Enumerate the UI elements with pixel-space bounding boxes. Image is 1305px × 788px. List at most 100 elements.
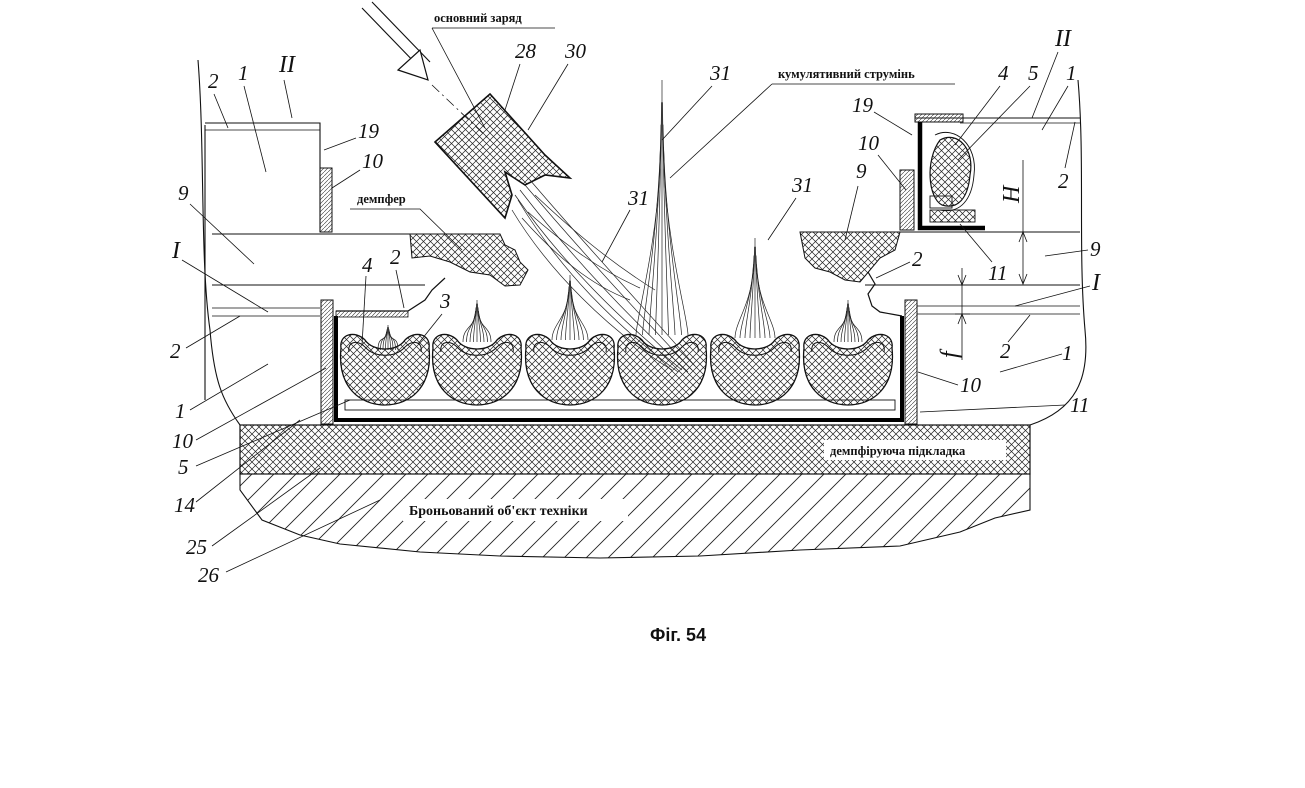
plate-10-upper-left bbox=[319, 167, 333, 233]
shaped-charge-liner-1 bbox=[348, 341, 422, 356]
jet-strand-3-9 bbox=[663, 169, 689, 336]
num-2-right-top: 2 bbox=[1058, 169, 1069, 193]
damper-label: демпфер bbox=[357, 192, 406, 206]
container-liner-11 bbox=[334, 316, 904, 422]
num-10-right-low: 10 bbox=[960, 373, 982, 397]
num-2-right-low: 2 bbox=[1000, 339, 1011, 363]
num-1-right-top: 1 bbox=[1066, 61, 1077, 85]
cumulative-jet-label-leader bbox=[669, 83, 955, 179]
jet-strand-2-4 bbox=[565, 280, 570, 341]
section-I-left: I bbox=[171, 238, 181, 264]
jet-strand-6-4 bbox=[385, 327, 388, 351]
housing-base-right bbox=[929, 209, 976, 223]
num-2-left-mid: 2 bbox=[390, 245, 401, 269]
leader-28 bbox=[504, 63, 521, 111]
leader-11-right-low bbox=[919, 404, 1066, 413]
num-3: 3 bbox=[439, 289, 451, 313]
jet-strand-5-4 bbox=[844, 303, 848, 343]
housing-19-right-cap bbox=[914, 113, 964, 123]
jet-strand-4-3 bbox=[744, 255, 755, 339]
leader-26 bbox=[225, 499, 381, 573]
leader-19-left bbox=[323, 137, 357, 151]
leader-19-right bbox=[873, 111, 913, 136]
section-II-left: II bbox=[278, 52, 296, 78]
num-1-left-low: 1 bbox=[175, 399, 186, 423]
cumulative-jet-label: кумулятивний струмінь bbox=[778, 67, 915, 81]
damper-left bbox=[409, 233, 529, 287]
main-charge-axis bbox=[431, 84, 491, 141]
num-9-right-upper: 9 bbox=[856, 159, 867, 183]
jet-strand-4-6 bbox=[755, 246, 761, 339]
damper-label-leader bbox=[350, 208, 463, 251]
leader-14 bbox=[195, 419, 301, 503]
num-1-right-low: 1 bbox=[1062, 341, 1073, 365]
dimension-f-label: f bbox=[937, 348, 963, 358]
figure-caption: Фіг. 54 bbox=[650, 625, 706, 645]
num-2-left-top: 2 bbox=[208, 69, 219, 93]
jet-strand-2-3 bbox=[560, 286, 570, 341]
jet-strand-2-8 bbox=[571, 292, 584, 341]
jet-strand-5-8 bbox=[849, 310, 859, 343]
container-base-strip bbox=[344, 399, 896, 411]
leader-10-left-low bbox=[195, 367, 327, 441]
leader-10-left-top bbox=[331, 169, 361, 189]
jet-strand-1-2 bbox=[466, 310, 476, 343]
damping-pad-label-bg bbox=[824, 440, 1006, 460]
jet-strand-5-2 bbox=[837, 310, 847, 343]
section-II-right-leader bbox=[1031, 51, 1059, 119]
num-2-left-low: 2 bbox=[170, 339, 181, 363]
jet-strand-4-9 bbox=[756, 272, 776, 339]
leader-25 bbox=[211, 467, 321, 547]
num-28: 28 bbox=[515, 39, 537, 63]
leader-4-right bbox=[954, 85, 1001, 146]
leader-2-right-low bbox=[1007, 314, 1031, 343]
leader-3 bbox=[417, 313, 443, 345]
right-panel-edge bbox=[1029, 79, 1087, 426]
left-panel-edge bbox=[197, 59, 241, 426]
num-4-right: 4 bbox=[998, 61, 1009, 85]
num-31-a: 31 bbox=[709, 61, 731, 85]
leader-9-left bbox=[189, 203, 255, 265]
dimension-H-label: H bbox=[999, 184, 1025, 204]
num-19-left: 19 bbox=[358, 119, 380, 143]
jet-strand-3-2 bbox=[642, 146, 661, 336]
num-25: 25 bbox=[186, 535, 207, 559]
main-charge-label: основний заряд bbox=[434, 11, 522, 25]
num-26: 26 bbox=[198, 563, 220, 587]
num-9-right: 9 bbox=[1090, 237, 1101, 261]
num-5-left: 5 bbox=[178, 455, 189, 479]
jet-strand-3-6 bbox=[662, 102, 669, 336]
leader-2-left-mid bbox=[395, 269, 405, 309]
section-II-right: II bbox=[1054, 26, 1072, 52]
leader-31-b bbox=[767, 197, 797, 241]
num-30: 30 bbox=[564, 39, 587, 63]
leader-2-left-top bbox=[213, 93, 229, 129]
num-10-left-low: 10 bbox=[172, 429, 194, 453]
leader-9-right-upper bbox=[844, 185, 859, 241]
shaped-charge-liner-6 bbox=[811, 341, 885, 356]
leader-1-right-low bbox=[999, 353, 1063, 373]
leader-4-left bbox=[361, 275, 367, 346]
jet-strand-6-6 bbox=[388, 327, 391, 351]
section-I-left-leader bbox=[181, 259, 269, 313]
num-1-left-top: 1 bbox=[238, 61, 249, 85]
leader-9-right bbox=[1044, 249, 1089, 257]
jet-strand-3-3 bbox=[648, 124, 662, 336]
jet-strand-6-9 bbox=[389, 333, 399, 351]
damping-pad-label: демпфіруюча підкладка bbox=[830, 444, 966, 458]
num-4-left: 4 bbox=[362, 253, 373, 277]
jet-strand-1-4 bbox=[473, 303, 477, 343]
num-14: 14 bbox=[174, 493, 196, 517]
jet-strand-1-1 bbox=[462, 314, 476, 343]
armored-object-label: Броньований об'єкт техніки bbox=[409, 504, 588, 519]
section-II-left-leader bbox=[283, 79, 293, 119]
num-9-left: 9 bbox=[178, 181, 189, 205]
jet-strand-3-8 bbox=[663, 146, 682, 336]
shaped-charge-2 bbox=[431, 333, 523, 406]
jet-strand-6-3 bbox=[382, 329, 388, 351]
jet-strand-3-4 bbox=[655, 102, 662, 336]
num-31-b: 31 bbox=[791, 173, 813, 197]
vertical-jets bbox=[377, 80, 863, 351]
leader-1-left-low bbox=[189, 363, 269, 411]
